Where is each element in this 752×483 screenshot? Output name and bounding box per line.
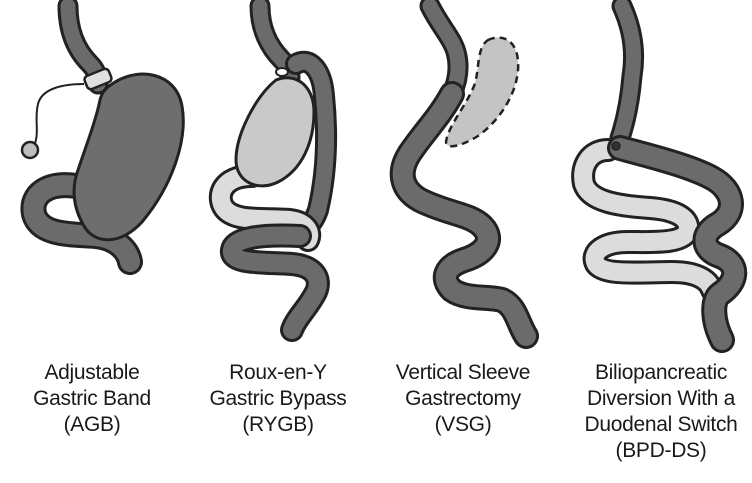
rygb-illustration — [221, 6, 326, 330]
caption-line: Diversion With a — [572, 386, 750, 412]
rygb-pouch — [236, 78, 314, 186]
caption-line: Vertical Sleeve — [378, 360, 548, 386]
vsg-illustration — [403, 6, 526, 336]
caption-line: Gastric Band — [12, 386, 172, 412]
agb-port — [22, 142, 38, 158]
bpd-illustration — [583, 6, 734, 340]
caption-line: (AGB) — [12, 412, 172, 438]
agb-stomach — [74, 74, 183, 240]
caption-line: (VSG) — [378, 412, 548, 438]
caption-line: (BPD-DS) — [572, 438, 750, 464]
caption-line: Roux-en-Y — [198, 360, 358, 386]
caption-line: Gastric Bypass — [198, 386, 358, 412]
agb-illustration — [22, 6, 183, 262]
caption-vsg: Vertical Sleeve Gastrectomy (VSG) — [378, 360, 548, 438]
caption-line: Duodenal Switch — [572, 412, 750, 438]
caption-line: Gastrectomy — [378, 386, 548, 412]
caption-agb: Adjustable Gastric Band (AGB) — [12, 360, 172, 438]
caption-line: Biliopancreatic — [572, 360, 750, 386]
caption-line: (RYGB) — [198, 412, 358, 438]
agb-tubing — [34, 84, 84, 146]
caption-bpd-ds: Biliopancreatic Diversion With a Duodena… — [572, 360, 750, 464]
caption-rygb: Roux-en-Y Gastric Bypass (RYGB) — [198, 360, 358, 438]
caption-line: Adjustable — [12, 360, 172, 386]
